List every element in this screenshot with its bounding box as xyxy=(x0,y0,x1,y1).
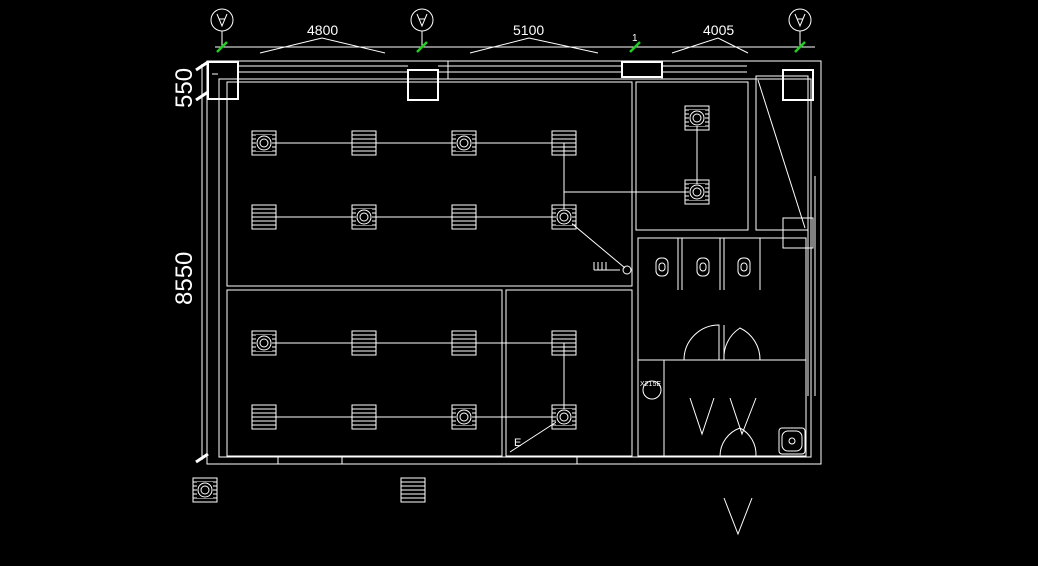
light-fixture xyxy=(684,105,710,131)
light-fixture xyxy=(351,204,377,230)
light-fixtures xyxy=(192,105,710,503)
e-label: E xyxy=(514,437,521,449)
light-fixture xyxy=(551,204,577,230)
interior-walls xyxy=(226,75,809,457)
axis-bubble-2 xyxy=(410,8,434,47)
light-fixture xyxy=(251,404,277,430)
outer-walls xyxy=(206,60,822,465)
dim-4800: 4800 xyxy=(307,22,338,38)
light-fixture xyxy=(251,204,277,230)
dim-4005: 4005 xyxy=(703,22,734,38)
marker-text: 1 xyxy=(632,33,638,44)
junction-symbols: E xyxy=(514,262,632,449)
light-fixture xyxy=(551,404,577,430)
detector-tag: X215E xyxy=(640,380,662,400)
light-fixture xyxy=(684,179,710,205)
top-axis xyxy=(215,37,815,54)
light-fixture xyxy=(351,330,377,356)
light-fixture xyxy=(451,130,477,156)
dim-5100: 5100 xyxy=(513,22,544,38)
doors xyxy=(683,324,761,457)
dim-8550: 8550 xyxy=(171,252,198,305)
dim-550: 550 xyxy=(171,68,198,108)
light-fixture xyxy=(551,130,577,156)
axis-bubble-1 xyxy=(210,8,234,47)
light-fixture xyxy=(251,130,277,156)
light-fixture xyxy=(251,330,277,356)
light-fixture xyxy=(551,330,577,356)
detector-label: X215E xyxy=(640,381,661,388)
light-fixture xyxy=(351,130,377,156)
axis-bubble-3 xyxy=(788,8,812,47)
light-fixture xyxy=(192,477,218,503)
light-fixture xyxy=(451,330,477,356)
light-fixture xyxy=(351,404,377,430)
light-fixture xyxy=(400,477,426,503)
light-fixture xyxy=(451,404,477,430)
dimension-ticks xyxy=(216,41,806,53)
light-fixture xyxy=(451,204,477,230)
wc-fixtures xyxy=(655,257,806,536)
wiring xyxy=(264,118,698,453)
columns xyxy=(207,61,814,249)
left-dimension xyxy=(195,60,209,464)
